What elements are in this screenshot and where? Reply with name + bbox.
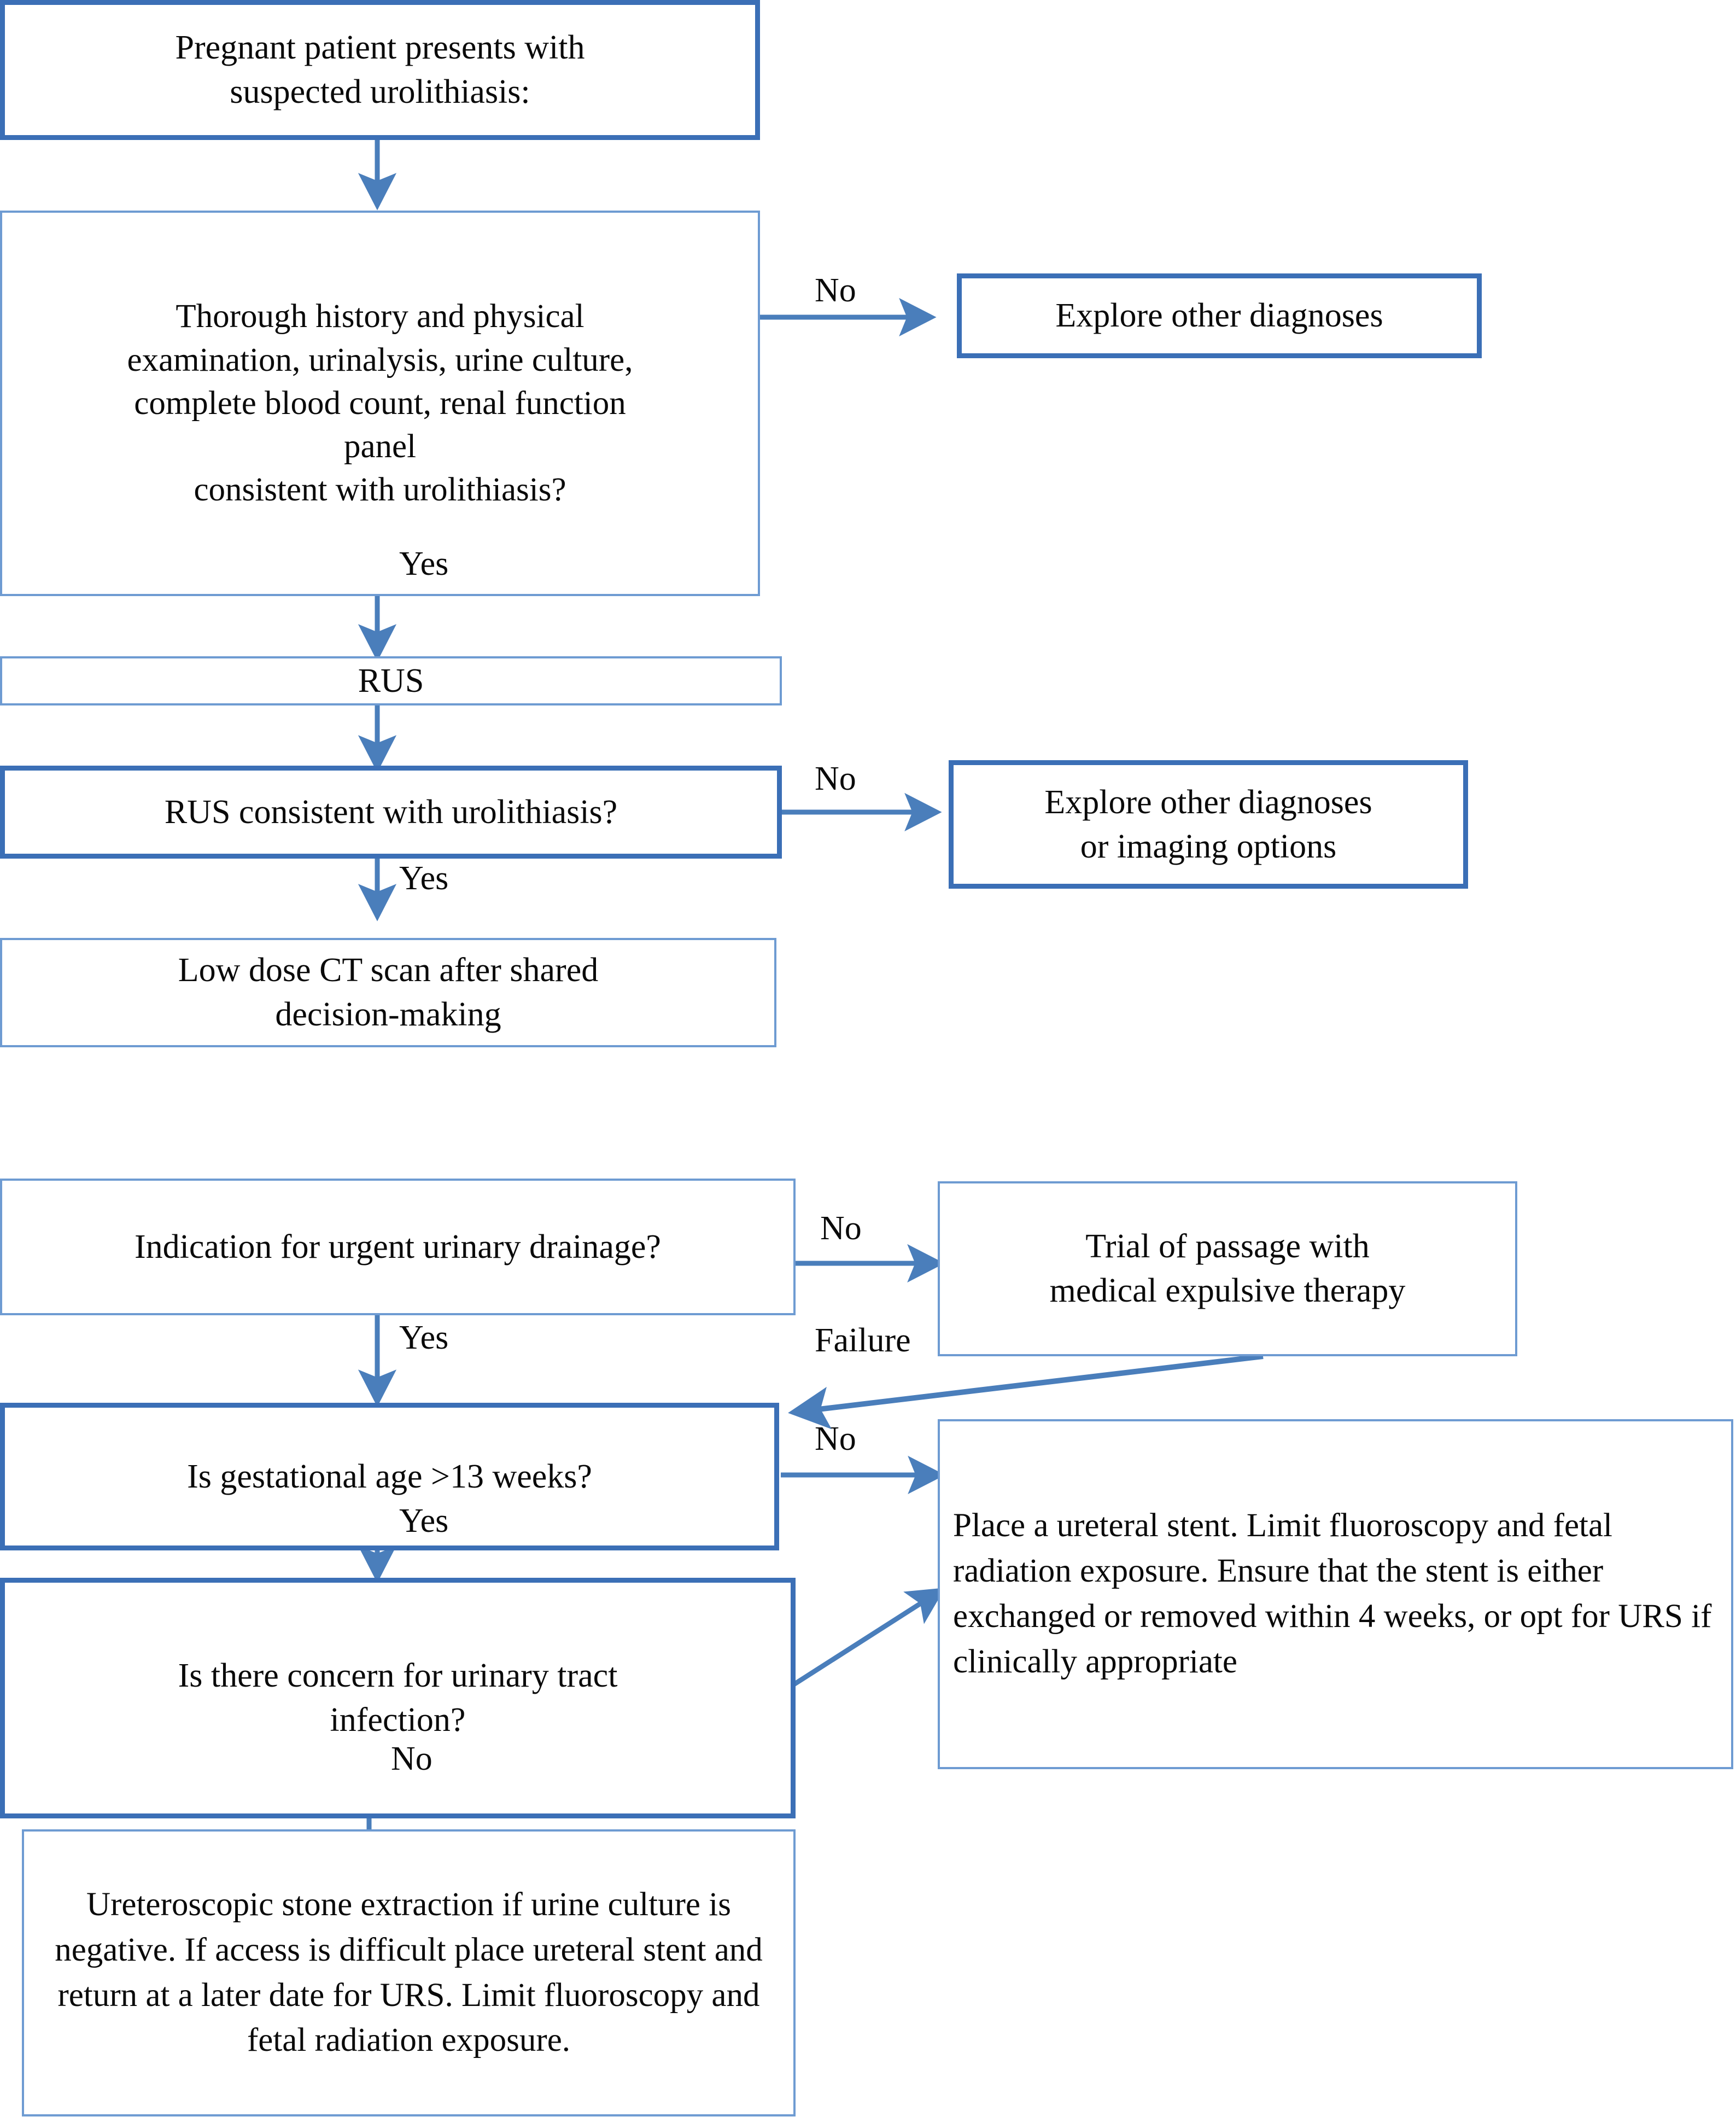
- node-explore-other-diagnoses[interactable]: Explore other diagnoses: [957, 273, 1482, 358]
- node-low-dose-ct[interactable]: Low dose CT scan after shared decision-m…: [0, 938, 776, 1047]
- connector-met-failure-to-gestational-age: [788, 1354, 1264, 1430]
- node-start[interactable]: Pregnant patient presents with suspected…: [0, 0, 760, 140]
- node-place-ureteral-stent[interactable]: Place a ureteral stent. Limit fluoroscop…: [938, 1419, 1733, 1769]
- edge-label-rus-question-no: No: [815, 760, 856, 797]
- edge-label-drainage-yes: Yes: [399, 1319, 449, 1356]
- node-urgent-drainage-question-label: Indication for urgent urinary drainage?: [135, 1228, 661, 1265]
- node-start-label: Pregnant patient presents with suspected…: [175, 29, 585, 110]
- node-rus-question-label: RUS consistent with urolithiasis?: [164, 793, 618, 831]
- node-trial-of-passage[interactable]: Trial of passage with medical expulsive …: [938, 1181, 1517, 1356]
- edge-label-workup-no: No: [815, 272, 856, 309]
- node-place-ureteral-stent-label: Place a ureteral stent. Limit fluoroscop…: [953, 1507, 1712, 1680]
- node-rus-label: RUS: [358, 662, 424, 699]
- node-urgent-drainage-question[interactable]: Indication for urgent urinary drainage?: [0, 1179, 796, 1315]
- edge-label-uti-no: No: [391, 1740, 432, 1777]
- edge-label-gestational-age-yes: Yes: [399, 1502, 449, 1539]
- connector-uti-to-stent: [792, 1588, 945, 1687]
- edge-label-gestational-age-no: No: [815, 1420, 856, 1457]
- node-explore-other-diagnoses-imaging[interactable]: Explore other diagnoses or imaging optio…: [949, 760, 1468, 889]
- edge-label-workup-yes: Yes: [399, 545, 449, 582]
- node-workup-question[interactable]: Thorough history and physical examinatio…: [0, 211, 760, 596]
- node-low-dose-ct-label: Low dose CT scan after shared decision-m…: [178, 952, 599, 1033]
- node-gestational-age-question-label: Is gestational age >13 weeks?: [187, 1457, 592, 1495]
- edge-label-met-failure: Failure: [815, 1322, 911, 1359]
- edge-label-rus-question-yes: Yes: [399, 860, 449, 897]
- node-gestational-age-question[interactable]: Is gestational age >13 weeks?: [0, 1403, 779, 1550]
- node-uti-question[interactable]: Is there concern for urinary tract infec…: [0, 1578, 796, 1818]
- node-explore-other-diagnoses-label: Explore other diagnoses: [1055, 297, 1383, 335]
- node-ureteroscopic-extraction[interactable]: Ureteroscopic stone extraction if urine …: [22, 1829, 796, 2116]
- node-rus-question[interactable]: RUS consistent with urolithiasis?: [0, 766, 782, 859]
- node-explore-other-diagnoses-imaging-label: Explore other diagnoses or imaging optio…: [1044, 783, 1372, 865]
- node-workup-question-label: Thorough history and physical examinatio…: [127, 298, 633, 509]
- node-rus[interactable]: RUS: [0, 656, 782, 705]
- node-ureteroscopic-extraction-label: Ureteroscopic stone extraction if urine …: [55, 1886, 763, 2059]
- edge-label-drainage-no: No: [820, 1210, 862, 1247]
- node-trial-of-passage-label: Trial of passage with medical expulsive …: [1049, 1228, 1406, 1309]
- node-uti-question-label: Is there concern for urinary tract infec…: [178, 1657, 618, 1739]
